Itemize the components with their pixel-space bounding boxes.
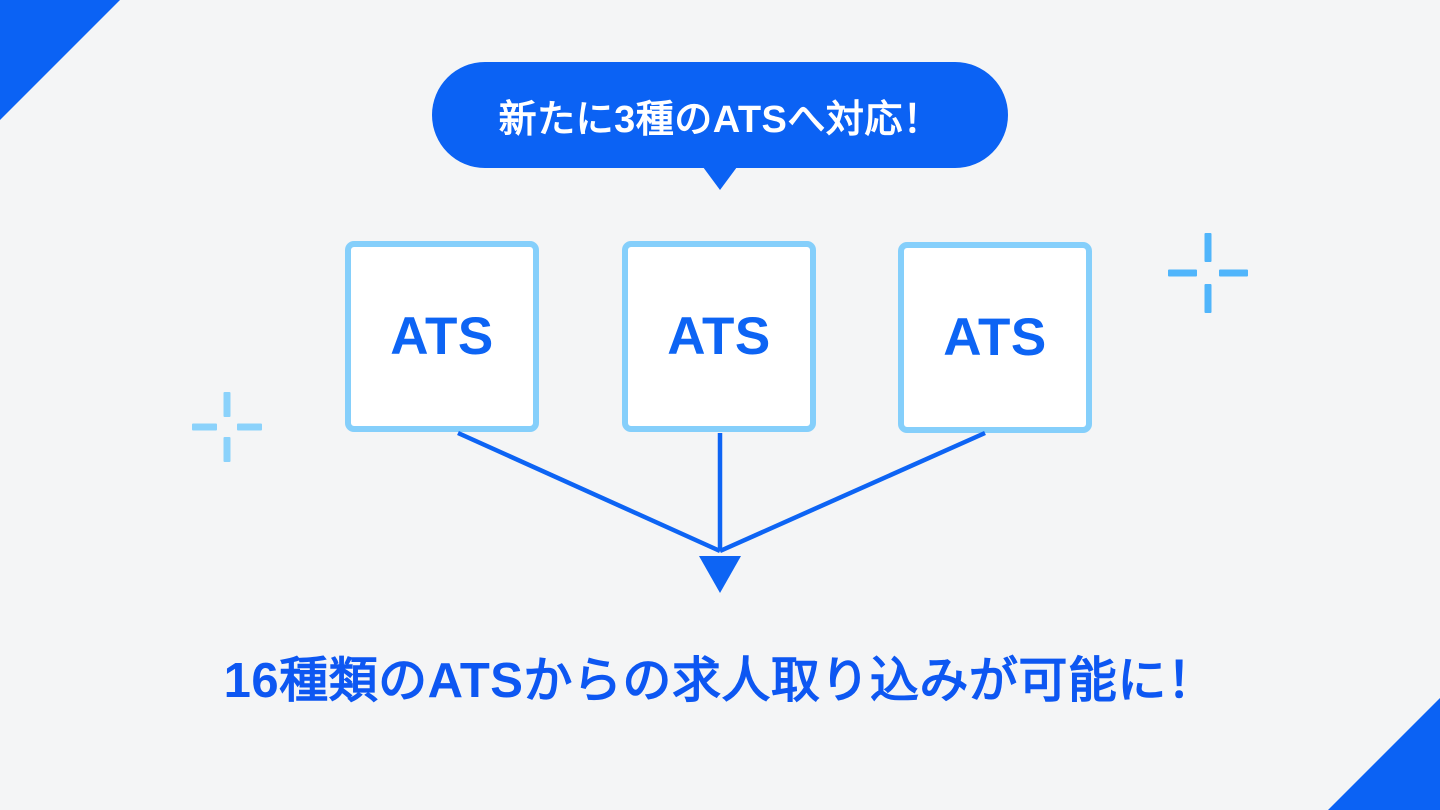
sparkle-bar-left bbox=[192, 423, 217, 431]
sparkle-bar-bottom bbox=[1204, 284, 1212, 313]
sparkle-bar-right bbox=[237, 423, 262, 431]
sparkle-bar-left bbox=[1168, 269, 1197, 277]
callout-bubble: 新たに3種のATSへ対応！ bbox=[432, 62, 1008, 190]
sparkle-bar-top bbox=[223, 392, 231, 417]
callout-bubble-label: 新たに3種のATSへ対応！ bbox=[498, 98, 942, 141]
sparkle-bar-right bbox=[1219, 269, 1248, 277]
callout-bubble-body: 新たに3種のATSへ対応！ bbox=[432, 62, 1008, 168]
ats-box-3-label: ATS bbox=[943, 308, 1047, 367]
ats-box-3: ATS bbox=[898, 242, 1092, 433]
ats-box-2-label: ATS bbox=[667, 307, 771, 366]
sparkle-bar-top bbox=[1204, 233, 1212, 262]
speech-bubble-tail-icon bbox=[703, 167, 737, 190]
plus-sparkle-left-icon bbox=[192, 392, 262, 462]
corner-wedge-bottom-right-icon bbox=[1328, 698, 1440, 810]
sparkle-bar-bottom bbox=[223, 437, 231, 462]
ats-box-1-label: ATS bbox=[390, 307, 494, 366]
corner-wedge-top-left-icon bbox=[0, 0, 120, 120]
ats-box-2: ATS bbox=[622, 241, 816, 432]
headline-text: 16種類のATSからの求人取り込みが可能に！ bbox=[223, 654, 1217, 708]
plus-sparkle-right-icon bbox=[1168, 233, 1248, 313]
headline: 16種類のATSからの求人取り込みが可能に！ bbox=[0, 641, 1440, 712]
ats-box-1: ATS bbox=[345, 241, 539, 432]
